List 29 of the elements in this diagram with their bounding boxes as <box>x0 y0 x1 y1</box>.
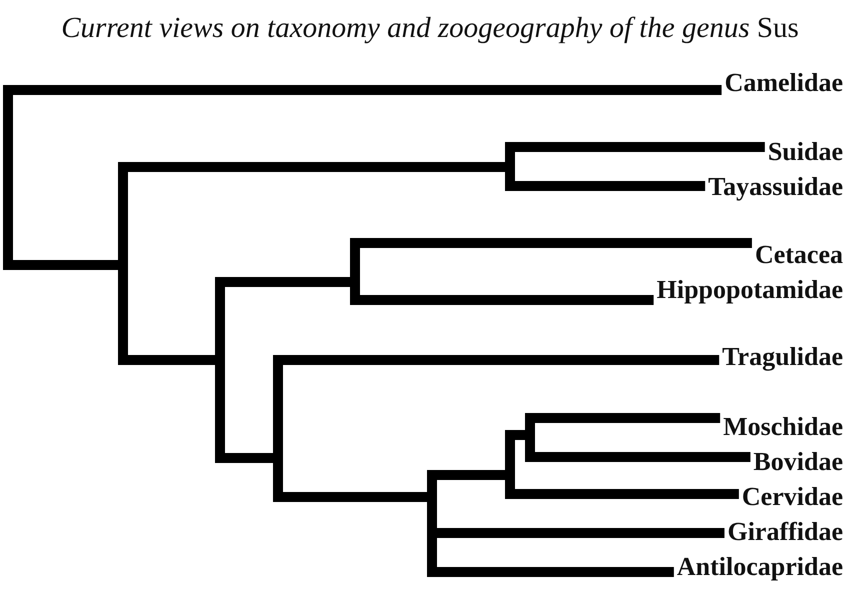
branch-line <box>3 85 722 172</box>
taxon-label: Camelidae <box>724 68 843 98</box>
branch-line <box>505 480 739 499</box>
branch-line <box>350 287 654 305</box>
branch-line <box>215 277 350 355</box>
branch-line <box>505 142 765 162</box>
branch-line <box>505 430 525 470</box>
branch-line <box>273 355 720 453</box>
branch-line <box>505 172 706 191</box>
taxon-label: Cervidae <box>742 482 843 512</box>
branch-line <box>118 162 505 260</box>
branch-line <box>525 440 750 462</box>
branch-line <box>3 182 118 270</box>
taxon-label: Antilocapridae <box>676 552 843 582</box>
taxon-label: Tragulidae <box>722 342 843 372</box>
branch-line <box>273 463 427 502</box>
taxon-label: Tayassuidae <box>708 172 843 202</box>
taxon-label: Giraffidae <box>727 517 843 547</box>
taxon-label: Bovidae <box>753 447 843 477</box>
diagram-title: Current views on taxonomy and zoogeography of the genus Sus <box>61 12 799 44</box>
taxon-label: Cetacea <box>754 240 843 270</box>
taxon-label: Hippopotamidae <box>656 275 843 305</box>
branch-line <box>525 413 720 430</box>
branch-line <box>350 238 752 277</box>
branch-line <box>215 365 273 463</box>
branch-line <box>118 270 215 365</box>
taxon-label: Suidae <box>768 137 843 167</box>
branch-line <box>427 470 505 492</box>
taxon-label: Moschidae <box>723 412 843 442</box>
